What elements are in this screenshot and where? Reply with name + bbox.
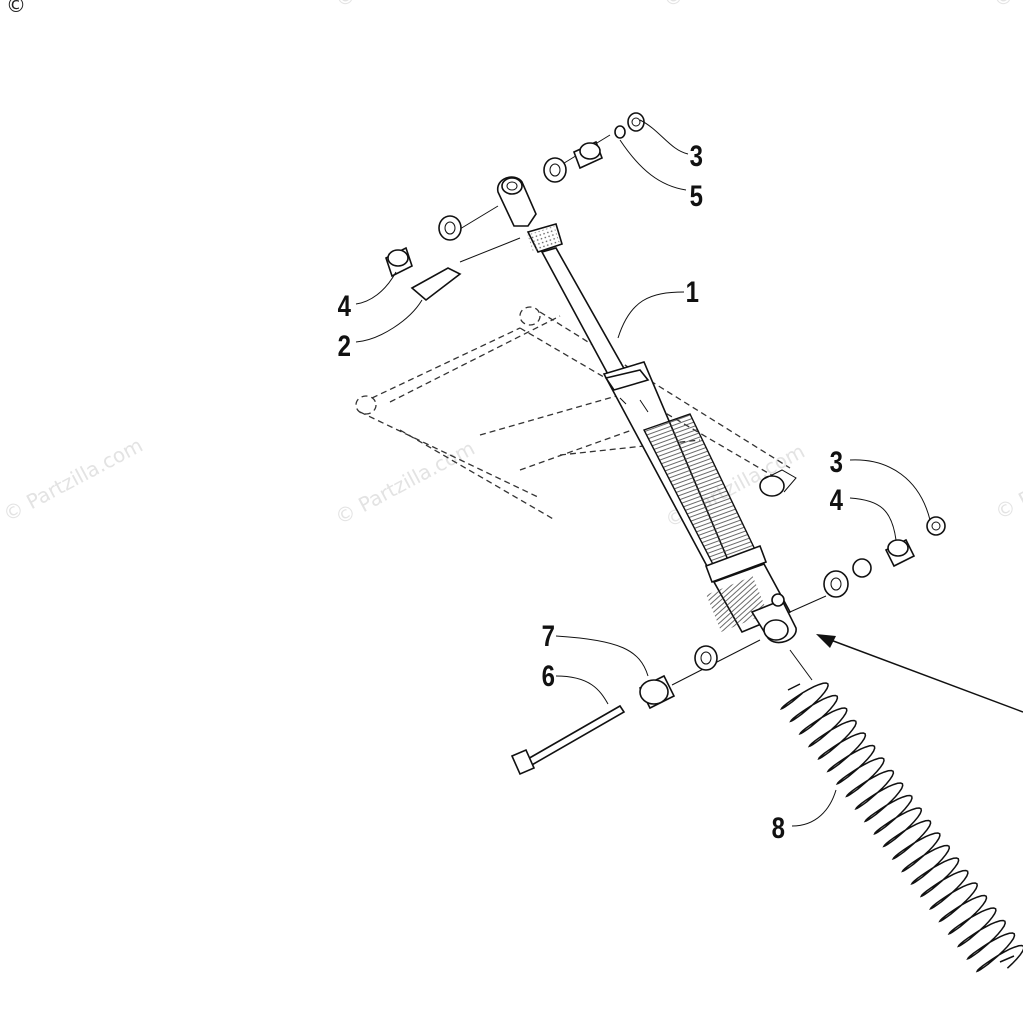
callout-4-left: 4 xyxy=(338,288,351,322)
right-hardware xyxy=(823,516,946,598)
callout-1: 1 xyxy=(686,274,699,308)
callout-4-right: 4 xyxy=(830,482,843,516)
callout-5: 5 xyxy=(690,178,703,212)
lower-hardware xyxy=(510,645,718,776)
direction-arrow xyxy=(816,634,1023,713)
callout-2: 2 xyxy=(338,328,351,362)
shock-absorber-icon xyxy=(497,176,797,644)
callout-3-top: 3 xyxy=(690,138,703,172)
watermark: © Partzilla.com xyxy=(659,0,807,12)
watermark-layer: © Partzilla.com © Partzilla.com © Partzi… xyxy=(0,0,1023,532)
upper-hardware xyxy=(385,112,645,302)
watermark: © Partzilla.com xyxy=(331,0,479,12)
leader-lines xyxy=(355,119,931,827)
watermark: © Partzilla.com xyxy=(0,433,147,527)
watermark: © Partzilla.com xyxy=(989,0,1023,12)
a-arm-dashed xyxy=(355,306,797,521)
callout-8: 8 xyxy=(772,810,785,844)
coil-spring-icon xyxy=(779,682,1023,973)
copyright-symbol: © xyxy=(6,0,26,17)
callout-3-right: 3 xyxy=(830,444,843,478)
callout-7: 7 xyxy=(542,618,555,652)
callout-6: 6 xyxy=(542,658,555,692)
watermark: © Partzilla.com xyxy=(331,436,479,530)
callout-labels: 1 2 3 3 4 4 5 6 7 8 xyxy=(338,138,843,844)
watermark: © Partzilla.com xyxy=(991,431,1023,525)
